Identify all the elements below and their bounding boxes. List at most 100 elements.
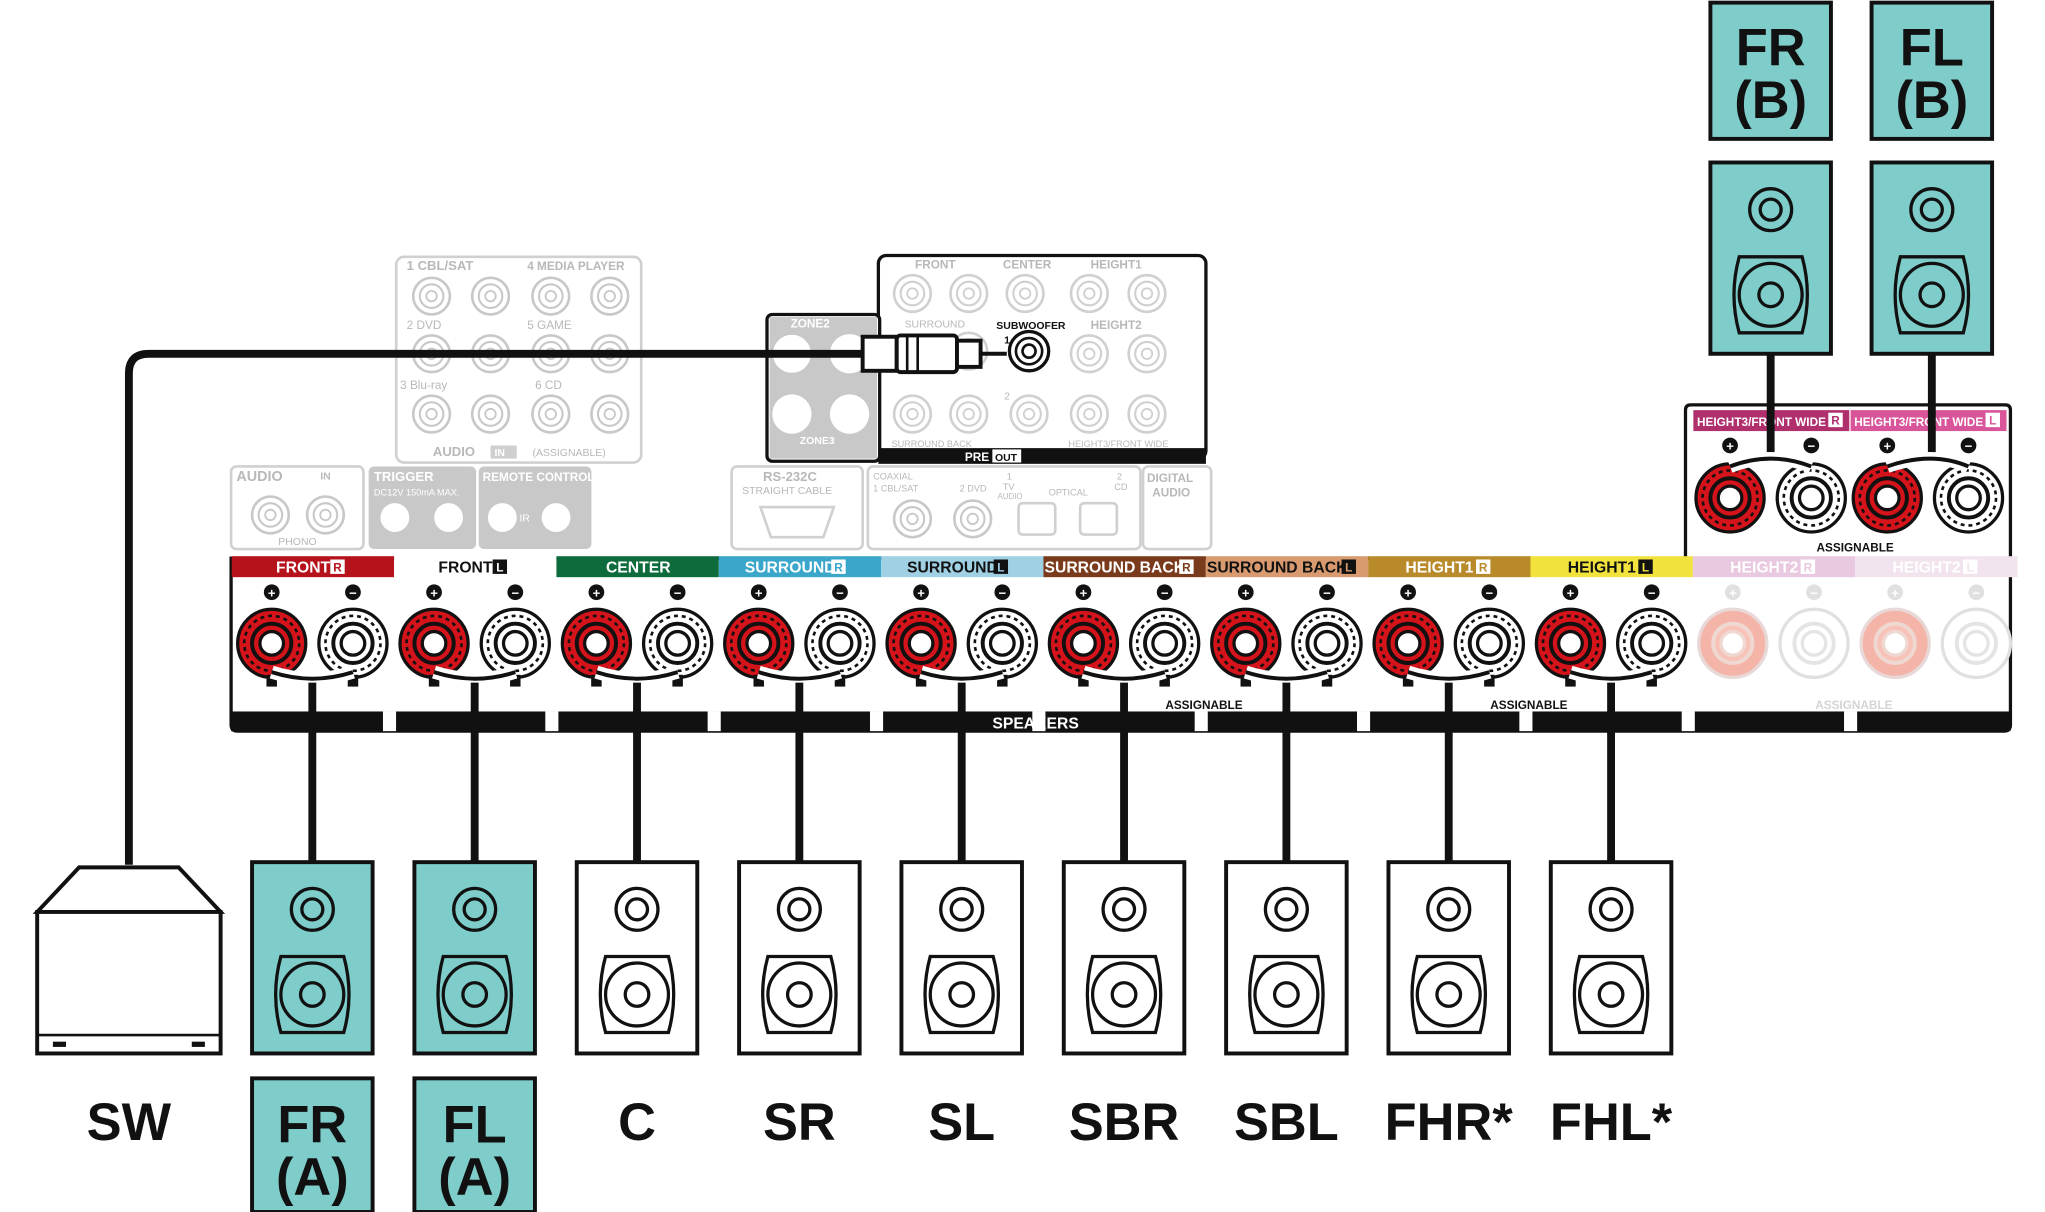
preout-height3-label: HEIGHT3/FRONT WIDE bbox=[1068, 439, 1168, 449]
preout-height2-label: HEIGHT2 bbox=[1091, 319, 1143, 332]
minus-icon: − bbox=[349, 585, 357, 600]
positive-terminal[interactable] bbox=[722, 607, 795, 680]
negative-terminal[interactable] bbox=[1290, 607, 1364, 680]
minus-icon: − bbox=[511, 585, 519, 600]
negative-terminal[interactable] bbox=[1940, 607, 2013, 680]
pre-label: PRE bbox=[965, 451, 989, 464]
terminal-channel-tag: L bbox=[1967, 561, 1974, 574]
optical-audio-label: AUDIO bbox=[998, 492, 1023, 501]
positive-terminal[interactable] bbox=[1696, 607, 1769, 680]
minus-icon: − bbox=[1807, 439, 1815, 454]
positive-terminal[interactable] bbox=[885, 607, 958, 680]
remote-ir-label: IR bbox=[519, 513, 530, 524]
audio-input-block bbox=[394, 255, 643, 464]
positive-terminal[interactable] bbox=[1859, 607, 1932, 680]
terminal-label: HEIGHT1 bbox=[1568, 560, 1636, 577]
preout-surround-label: SURROUND bbox=[905, 320, 966, 331]
negative-terminal[interactable] bbox=[803, 607, 877, 680]
minus-icon: − bbox=[1648, 585, 1656, 600]
speaker-label: FHR* bbox=[1385, 1094, 1514, 1152]
pre-out-label: OUT bbox=[995, 453, 1018, 464]
plus-icon: + bbox=[593, 585, 601, 600]
positive-terminal[interactable] bbox=[398, 607, 471, 680]
plus-icon: + bbox=[1891, 585, 1899, 600]
positive-terminal[interactable] bbox=[1047, 607, 1120, 680]
trigger-spec: DC12V 150mA MAX. bbox=[374, 487, 460, 497]
speaker-label: (B) bbox=[1895, 72, 1968, 130]
minus-icon: − bbox=[674, 585, 682, 600]
terminal-label: SURROUND bbox=[907, 560, 998, 577]
speaker-label: SBR bbox=[1069, 1094, 1180, 1152]
audio-in-label-6: 6 CD bbox=[535, 379, 562, 392]
negative-terminal[interactable] bbox=[316, 607, 389, 680]
preout-height1-label: HEIGHT1 bbox=[1091, 259, 1143, 272]
terminal-label: HEIGHT3/FRONT WIDE bbox=[1697, 416, 1826, 429]
terminal-label: SURROUND bbox=[745, 560, 836, 577]
positive-terminal[interactable] bbox=[560, 607, 633, 680]
speaker-wires bbox=[269, 353, 1972, 863]
terminal-channel-tag: L bbox=[997, 561, 1004, 574]
negative-terminal[interactable] bbox=[1453, 607, 1526, 680]
terminal-label: SURROUND BACK bbox=[1045, 560, 1186, 577]
minus-icon: − bbox=[1323, 585, 1331, 600]
plus-icon: + bbox=[1567, 585, 1575, 600]
positive-terminal[interactable] bbox=[1534, 607, 1607, 680]
minus-icon: − bbox=[998, 585, 1006, 600]
terminal-channel-tag: R bbox=[1182, 561, 1191, 574]
plus-icon: + bbox=[430, 585, 438, 600]
coaxial-2-label: 2 DVD bbox=[960, 483, 987, 493]
positive-terminal[interactable] bbox=[235, 607, 308, 680]
negative-terminal[interactable] bbox=[1615, 607, 1688, 680]
optical-2-label: 2 bbox=[1117, 472, 1122, 482]
speaker-sl: SL bbox=[899, 860, 1024, 1152]
coaxial-label: COAXIAL bbox=[873, 472, 913, 482]
optical-cd-label: CD bbox=[1114, 482, 1128, 492]
positive-terminal[interactable] bbox=[1209, 607, 1282, 680]
assignable-label-2: ASSIGNABLE bbox=[1490, 699, 1567, 712]
positive-terminal[interactable] bbox=[1851, 461, 1924, 534]
subwoofer-1-jack[interactable] bbox=[1007, 329, 1051, 373]
speaker-label: SBL bbox=[1234, 1094, 1339, 1152]
negative-terminal[interactable] bbox=[1128, 607, 1201, 680]
speaker-label: FR bbox=[277, 1097, 347, 1155]
negative-terminal[interactable] bbox=[479, 607, 552, 680]
digital-in-block bbox=[866, 465, 1142, 551]
audio-in-caption: AUDIO bbox=[433, 444, 475, 459]
audio-in-label-3: 3 Blu-ray bbox=[400, 379, 447, 392]
terminal-channel-tag: L bbox=[1989, 415, 1996, 428]
subwoofer-label: SUBWOOFER bbox=[996, 321, 1066, 332]
negative-terminal[interactable] bbox=[966, 607, 1039, 680]
digital-audio-label: DIGITAL bbox=[1147, 472, 1193, 485]
coaxial-1-label: 1 CBL/SAT bbox=[873, 483, 919, 493]
terminal-channel-tag: L bbox=[1345, 561, 1352, 574]
positive-terminal[interactable] bbox=[1694, 461, 1767, 534]
speaker-label: SL bbox=[928, 1094, 995, 1152]
subwoofer-2-label: 2 bbox=[1004, 392, 1010, 403]
minus-icon: − bbox=[1973, 585, 1981, 600]
speaker-c: C bbox=[574, 860, 700, 1152]
speaker-fhl: FHL* bbox=[1548, 860, 1674, 1152]
preout-front-label: FRONT bbox=[915, 259, 956, 272]
terminal-label: HEIGHT1 bbox=[1405, 560, 1473, 577]
negative-terminal[interactable] bbox=[1778, 607, 1851, 680]
speaker-label: FHL* bbox=[1550, 1094, 1673, 1152]
top-speakers: FR(B)FL(B) bbox=[1708, 0, 1995, 356]
zone2-label: ZONE2 bbox=[791, 318, 831, 331]
negative-terminal[interactable] bbox=[641, 607, 714, 680]
negative-terminal[interactable] bbox=[1932, 461, 2005, 534]
terminal-channel-tag: L bbox=[496, 561, 503, 574]
minus-icon: − bbox=[836, 585, 844, 600]
digital-audio-label-2: AUDIO bbox=[1152, 487, 1190, 500]
speakers-label: SPEAKERS bbox=[992, 716, 1078, 733]
terminal-channel-tag: R bbox=[1804, 561, 1813, 574]
speaker-label: (A) bbox=[438, 1149, 511, 1207]
negative-terminal[interactable] bbox=[1775, 461, 1848, 534]
plus-icon: + bbox=[268, 585, 276, 600]
positive-terminal[interactable] bbox=[1372, 607, 1445, 680]
speaker-fr-a: FR(A) bbox=[250, 860, 375, 1212]
plus-icon: + bbox=[1726, 439, 1734, 454]
